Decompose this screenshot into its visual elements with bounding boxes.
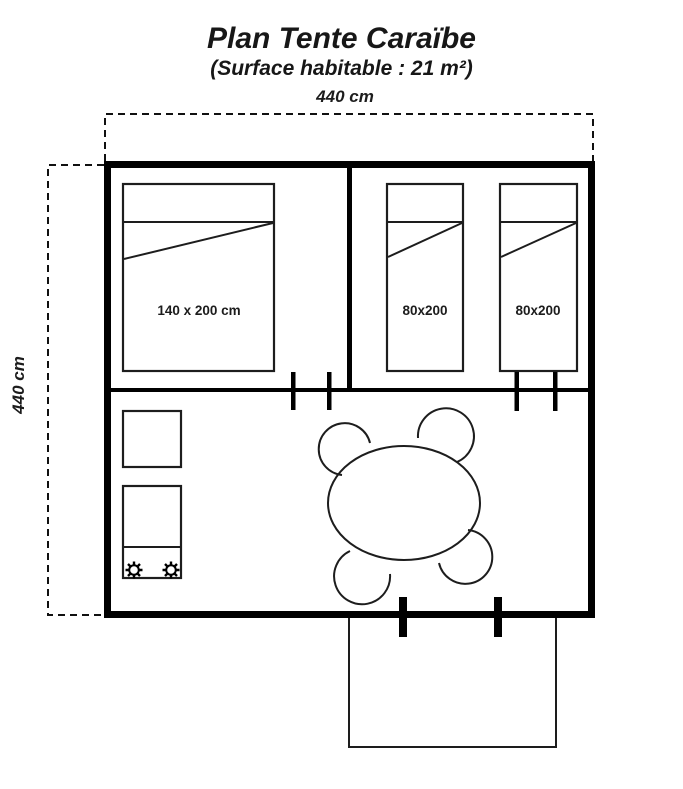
burner-icon — [124, 560, 144, 580]
dimension-left-label: 440 cm — [9, 356, 28, 415]
burner-icon — [161, 560, 181, 580]
single-bed-1-label: 80x200 — [402, 303, 447, 318]
door-bedroom-1 — [291, 372, 332, 410]
door-entrance-jamb-left — [399, 597, 407, 637]
door-bedroom-2-jamb-right — [553, 372, 558, 411]
page-subtitle: (Surface habitable : 21 m²) — [210, 57, 473, 80]
inner-walls — [111, 167, 588, 392]
chair-top-right — [416, 407, 475, 463]
dimension-top-label: 440 cm — [315, 87, 374, 106]
wall-top — [104, 161, 595, 168]
double-bed-fold-line — [123, 222, 274, 260]
single-bed-1-fold-line — [387, 222, 463, 258]
dimension-top: 440 cm — [104, 87, 594, 162]
dining-table — [327, 445, 481, 561]
dining-area — [317, 407, 494, 606]
door-bedroom-2-jamb-left — [514, 372, 519, 411]
dimension-left-line — [47, 164, 104, 616]
wall-between-bedrooms — [347, 167, 352, 392]
kitchen-unit-small-outline — [121, 409, 183, 469]
door-entrance-jamb-right — [494, 597, 502, 637]
kitchen-stove-unit — [121, 484, 183, 580]
chair-top-left — [317, 422, 371, 476]
dimension-top-line — [104, 113, 594, 162]
chair-bottom-left — [333, 550, 392, 606]
single-bed-2-fold-line — [500, 222, 577, 258]
kitchen-unit-small — [121, 409, 183, 469]
door-bedroom-1-jamb-left — [291, 372, 296, 410]
single-bed-2-label: 80x200 — [515, 303, 560, 318]
porch — [348, 616, 557, 748]
single-bed-1: 80x200 — [385, 182, 465, 373]
page-title: Plan Tente Caraïbe — [207, 22, 476, 55]
single-bed-2-outline — [498, 182, 579, 373]
single-bed-2: 80x200 — [498, 182, 579, 373]
chair-bottom-right — [438, 529, 494, 585]
outer-walls — [104, 161, 595, 618]
single-bed-1-outline — [385, 182, 465, 373]
dimension-left: 440 cm — [9, 164, 104, 616]
wall-right — [588, 161, 595, 618]
kitchen-stove-outline — [121, 484, 183, 580]
door-bedroom-2 — [514, 372, 558, 411]
double-bed-outline — [121, 182, 276, 373]
wall-left — [104, 161, 111, 618]
door-entrance — [399, 597, 502, 637]
double-bed: 140 x 200 cm — [121, 182, 276, 373]
double-bed-label: 140 x 200 cm — [157, 303, 240, 318]
door-bedroom-1-jamb-right — [327, 372, 332, 410]
wall-bottom — [104, 611, 595, 618]
